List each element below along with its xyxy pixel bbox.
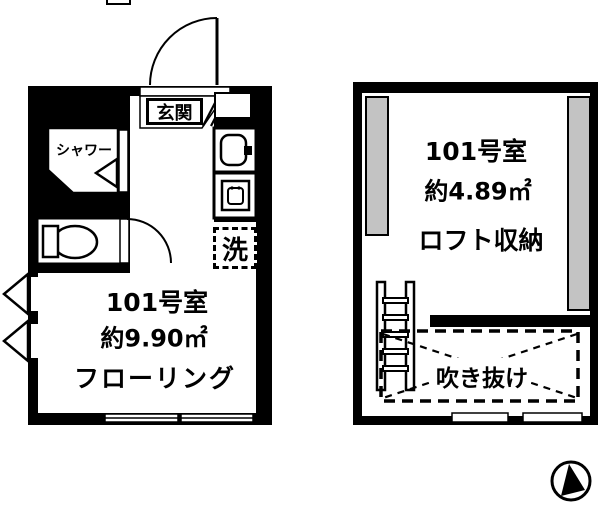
laundry-machine-label: 洗 (213, 227, 257, 269)
loft-low-wall-left (365, 96, 389, 236)
shower-room (46, 126, 129, 195)
toilet-room (37, 218, 172, 264)
north-arrow-icon (550, 460, 592, 502)
void-area (379, 329, 580, 403)
right-room-name: 101号室 (424, 137, 528, 166)
right-room-area: 約4.89㎡ (424, 177, 532, 206)
kitchen-counter (214, 92, 252, 119)
top-edge-mark (106, 0, 131, 5)
left-floor-type-label: フローリング (73, 364, 237, 393)
loft-low-wall-right (567, 96, 591, 311)
window-opening-icon (104, 413, 254, 423)
shower-door-gap (118, 129, 129, 193)
kitchen-sink-icon (212, 126, 258, 174)
single-burner-stove-icon (212, 171, 258, 220)
window-opening-icon (2, 271, 38, 364)
entrance-door-arc-icon (149, 17, 218, 86)
left-unit-plan (2, 0, 272, 425)
right-unit-plan (353, 82, 598, 425)
loft-interior-wall (430, 315, 590, 327)
toilet-door-arc-icon (126, 218, 172, 264)
toilet-door-leaf (119, 218, 130, 264)
shower-label: シャワー (56, 143, 112, 159)
window-opening-icon (451, 412, 583, 423)
loft-storage-label: ロフト収納 (418, 226, 544, 255)
entrance-label: 玄関 (146, 98, 203, 125)
left-room-name: 101号室 (105, 288, 209, 317)
folding-door-triangle-icon (93, 156, 119, 190)
void-label: 吹き抜け (433, 358, 531, 394)
left-room-area: 約9.90㎡ (100, 324, 208, 353)
toilet-icon (41, 224, 99, 260)
